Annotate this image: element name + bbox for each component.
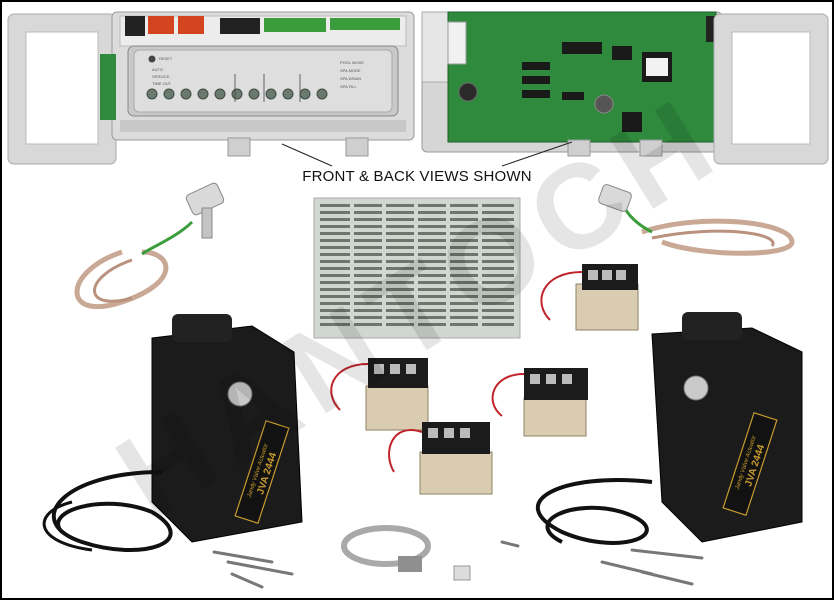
svg-text:AUTO: AUTO xyxy=(152,67,163,72)
hose-clamp xyxy=(341,525,431,572)
svg-text:SERVICE: SERVICE xyxy=(152,74,170,79)
relay-2 xyxy=(330,358,429,431)
relay-4 xyxy=(388,422,493,495)
valve-actuator-left: Jandy Valve Actuator JVA 2444 xyxy=(42,314,303,553)
relay-1 xyxy=(540,264,639,331)
control-panel-front: RESET AUTO SERVICE TIME OUT POOL MODE SP… xyxy=(7,11,415,165)
valve-actuator-right: Jandy Valve Actuator JVA 2444 xyxy=(535,312,803,545)
svg-text:RESET: RESET xyxy=(159,56,173,61)
temperature-sensor-right xyxy=(598,184,795,256)
svg-text:TIME OUT: TIME OUT xyxy=(152,81,172,86)
temperature-sensor-left xyxy=(74,182,225,310)
caption: FRONT & BACK VIEWS SHOWN xyxy=(302,168,532,185)
svg-text:SPA DRAIN: SPA DRAIN xyxy=(340,76,361,81)
mounting-screws xyxy=(212,540,704,589)
svg-text:SPA MODE: SPA MODE xyxy=(340,68,361,73)
button-label-sheet xyxy=(313,197,521,339)
control-panel-back-pcb xyxy=(421,11,829,165)
svg-text:POOL MODE: POOL MODE xyxy=(340,60,364,65)
svg-text:SPA FILL: SPA FILL xyxy=(340,84,357,89)
relay-3 xyxy=(491,368,588,437)
mounting-bracket xyxy=(453,565,471,581)
